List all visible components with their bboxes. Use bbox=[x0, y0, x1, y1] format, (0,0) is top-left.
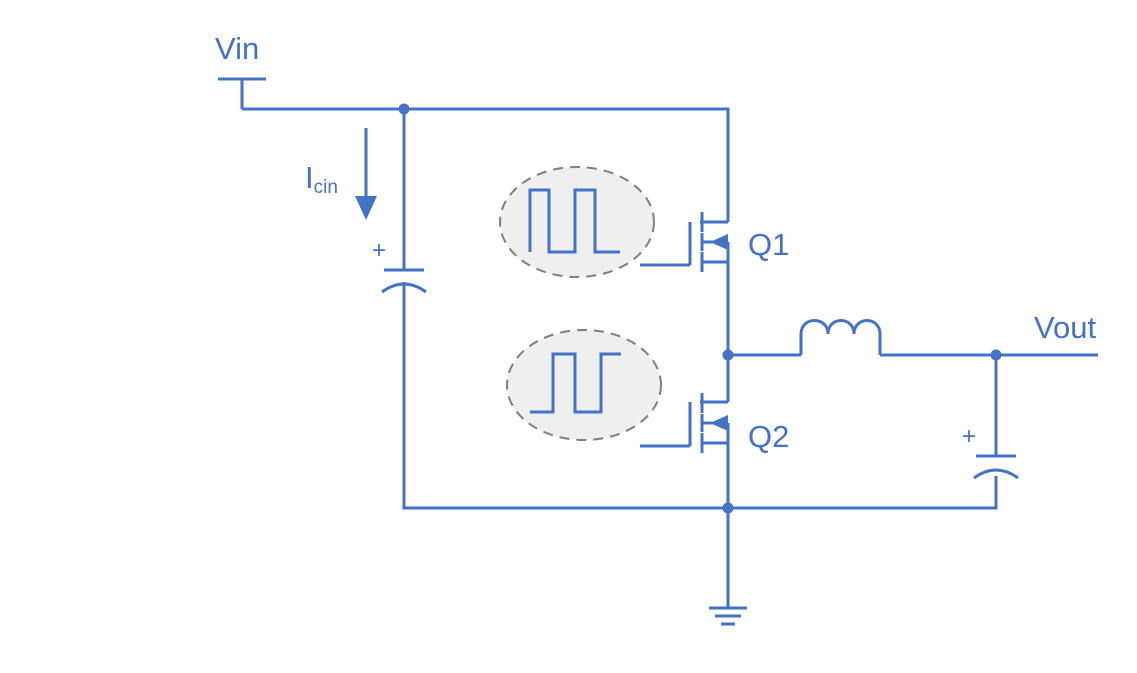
q1-mosfet-icon bbox=[640, 212, 730, 272]
q2-label: Q2 bbox=[748, 419, 789, 454]
vout-label: Vout bbox=[1034, 310, 1096, 345]
q2-mosfet-icon bbox=[640, 393, 730, 453]
top-rail-wire bbox=[242, 107, 730, 222]
vin-label: Vin bbox=[215, 31, 259, 66]
cout-capacitor-icon bbox=[973, 454, 1019, 480]
q1-gate-pulse-icon bbox=[499, 166, 655, 278]
icin-label: Icin bbox=[305, 160, 338, 198]
bottom-rail-node bbox=[722, 502, 734, 514]
q2-gate-pulse-icon bbox=[506, 329, 662, 441]
cout-polarity-label: + bbox=[962, 423, 976, 450]
cin-polarity-label: + bbox=[372, 237, 386, 264]
bottom-rail-wire bbox=[402, 282, 998, 510]
icin-arrow-icon bbox=[355, 128, 377, 220]
q1-label: Q1 bbox=[748, 227, 789, 262]
vin-terminal-icon bbox=[218, 77, 266, 109]
ground-icon bbox=[709, 606, 747, 626]
inductor-icon bbox=[799, 319, 882, 355]
